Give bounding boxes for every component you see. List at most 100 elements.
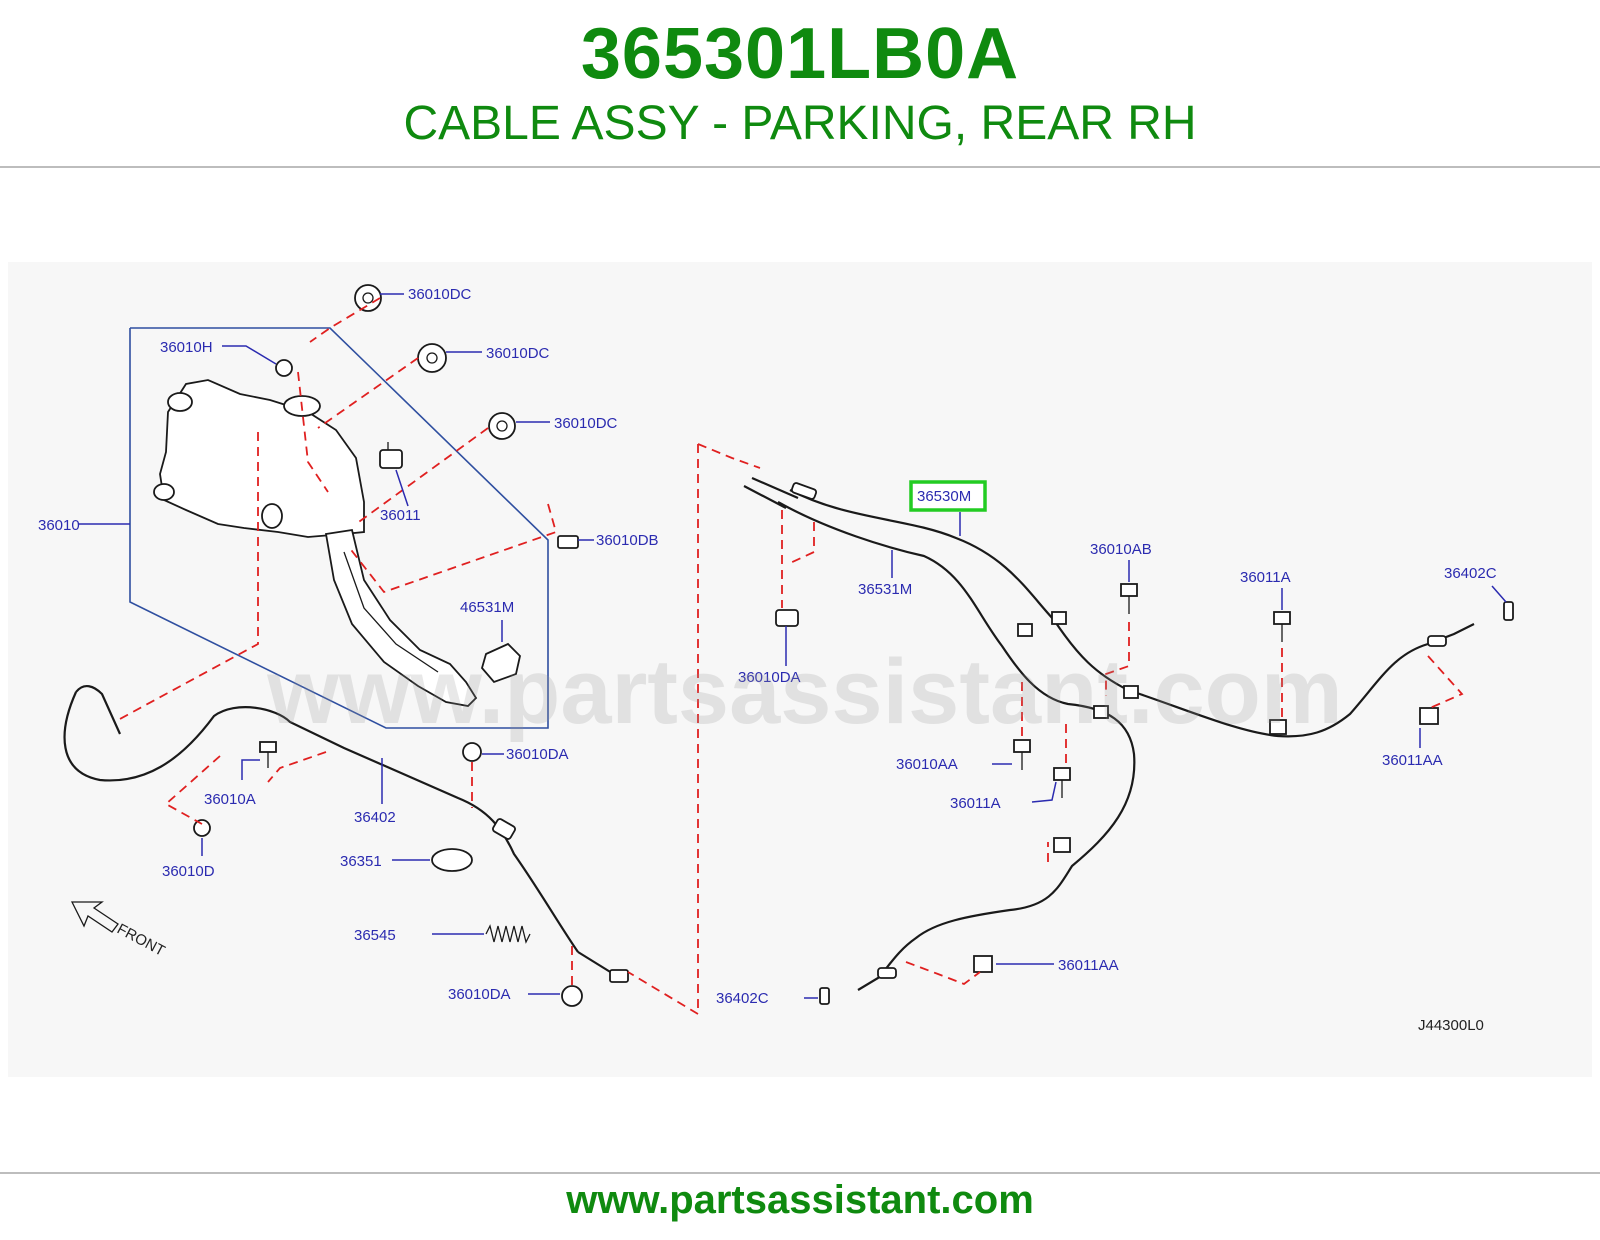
callout-36011a-1[interactable]: 36011A — [1240, 569, 1291, 586]
equalizer-bracket — [609, 969, 629, 983]
guide-l6 — [117, 432, 259, 721]
nut-36010d — [193, 819, 211, 837]
guide-l1 — [309, 297, 381, 343]
leader-36011a-2 — [1031, 781, 1057, 803]
callout-36402c-1[interactable]: 36402C — [1444, 565, 1497, 582]
footer-website-link[interactable]: www.partsassistant.com — [566, 1178, 1034, 1222]
cable-36531m-end — [743, 485, 787, 509]
cable-bracket-3 — [1093, 705, 1109, 719]
spring-36545 — [485, 924, 531, 944]
callout-36010d[interactable]: 36010D — [162, 863, 215, 880]
bolt-36010aa-head — [1013, 739, 1031, 753]
housing-boss-left — [153, 483, 175, 501]
callout-36545[interactable]: 36545 — [354, 927, 396, 944]
bolt-36010h — [275, 359, 293, 377]
cable-36530m — [789, 489, 1475, 738]
guide-l3 — [355, 427, 489, 525]
cable-bracket-2 — [1051, 611, 1067, 625]
callout-36010dc-1[interactable]: 36010DC — [408, 286, 472, 303]
cable-guide-36402 — [492, 818, 516, 840]
cable-fitting-right — [1427, 635, 1447, 647]
clip-36402c-2 — [819, 987, 830, 1005]
parts-diagram: FRONT — [8, 262, 1592, 1077]
guide-r9 — [905, 961, 981, 986]
housing-boss-top — [167, 392, 193, 412]
callout-36010da-2[interactable]: 36010DA — [448, 986, 511, 1003]
part-number-title: 365301LB0A — [580, 14, 1020, 94]
callout-36011a-2[interactable]: 36011A — [950, 795, 1001, 812]
bolt-36010ab-head — [1120, 583, 1138, 597]
bolt-36011aa-1 — [1419, 707, 1439, 725]
cable-36530m-end — [751, 476, 799, 500]
pedal-pad-46531m — [481, 642, 521, 684]
cable-36402-end — [75, 685, 122, 735]
guide-r4 — [1105, 622, 1130, 696]
washer-36010dc-2 — [417, 343, 447, 373]
guide-l2 — [317, 357, 419, 429]
cable-bracket-1 — [1017, 623, 1033, 637]
clip-36010db — [557, 535, 579, 549]
callout-36351[interactable]: 36351 — [340, 853, 382, 870]
front-arrow-icon — [70, 901, 119, 933]
washer-36010dc-3 — [488, 412, 516, 440]
guide-l7 — [164, 755, 221, 825]
callout-36010db[interactable]: 36010DB — [596, 532, 659, 549]
callout-36402[interactable]: 36402 — [354, 809, 396, 826]
nut-36010da-1 — [462, 742, 482, 762]
washer-36010dc-1 — [354, 284, 382, 312]
guide-l8 — [267, 751, 327, 783]
diagram-drawing: FRONT — [38, 284, 1514, 1034]
callout-36010ab[interactable]: 36010AB — [1090, 541, 1152, 558]
nut-36010da-2 — [561, 985, 583, 1007]
callout-36402c-2[interactable]: 36402C — [716, 990, 769, 1007]
callout-36010[interactable]: 36010 — [38, 517, 80, 534]
guide-r6 — [1427, 655, 1464, 709]
housing-hole — [261, 503, 283, 529]
callout-36010da-3[interactable]: 36010DA — [738, 669, 801, 686]
callout-36010h[interactable]: 36010H — [160, 339, 213, 356]
guide-r1 — [697, 443, 761, 469]
guide-l4 — [297, 371, 329, 493]
bolt-36011aa-2 — [973, 955, 993, 973]
cable-36531m — [777, 501, 1136, 991]
guide-r3 — [787, 522, 815, 565]
nut-36010da-3 — [775, 609, 799, 627]
callout-36011aa-1[interactable]: 36011AA — [1382, 752, 1443, 769]
highlight-box-36530m — [909, 480, 987, 512]
washer-36010dc-3-hole — [496, 420, 508, 432]
bolt-36010a-head — [259, 741, 277, 753]
callout-36010a[interactable]: 36010A — [204, 791, 256, 808]
guide-l5 — [347, 503, 558, 594]
grommet-36351 — [431, 848, 473, 872]
header-divider — [0, 166, 1600, 168]
callout-36011[interactable]: 36011 — [380, 507, 421, 524]
callout-36530m[interactable]: 36530M — [917, 488, 971, 505]
guide-center — [627, 444, 699, 1016]
callout-36010aa[interactable]: 36010AA — [896, 756, 958, 773]
cable-36402 — [63, 691, 579, 953]
cable-fitting-bottom — [877, 967, 897, 979]
leader-36402c-1 — [1491, 585, 1507, 603]
washer-36010dc-2-hole — [426, 352, 438, 364]
pedal-arm-rib — [343, 551, 439, 673]
part-36011 — [379, 449, 403, 469]
cable-bracket-5 — [1269, 719, 1287, 735]
footer-divider — [0, 1172, 1600, 1174]
part-name-subtitle: CABLE ASSY - PARKING, REAR RH — [403, 97, 1197, 150]
assembly-bracket-box — [129, 327, 549, 729]
bolt-36011a-2-head — [1053, 767, 1071, 781]
callout-36011aa-2[interactable]: 36011AA — [1058, 957, 1119, 974]
clip-36402c-1 — [1503, 601, 1514, 621]
cable-36530m-fitting — [790, 482, 818, 500]
pedal-arm — [324, 528, 478, 707]
leader-36010a — [241, 759, 260, 780]
bolt-36011a-1-head — [1273, 611, 1291, 625]
front-direction-label: FRONT — [114, 921, 168, 960]
callout-46531m[interactable]: 46531M — [460, 599, 514, 616]
callout-36010da-1[interactable]: 36010DA — [506, 746, 569, 763]
washer-36010dc-1-hole — [362, 292, 374, 304]
figure-code: J44300L0 — [1418, 1017, 1484, 1034]
callout-36010dc-3[interactable]: 36010DC — [554, 415, 618, 432]
callout-36531m[interactable]: 36531M — [858, 581, 912, 598]
callout-36010dc-2[interactable]: 36010DC — [486, 345, 550, 362]
